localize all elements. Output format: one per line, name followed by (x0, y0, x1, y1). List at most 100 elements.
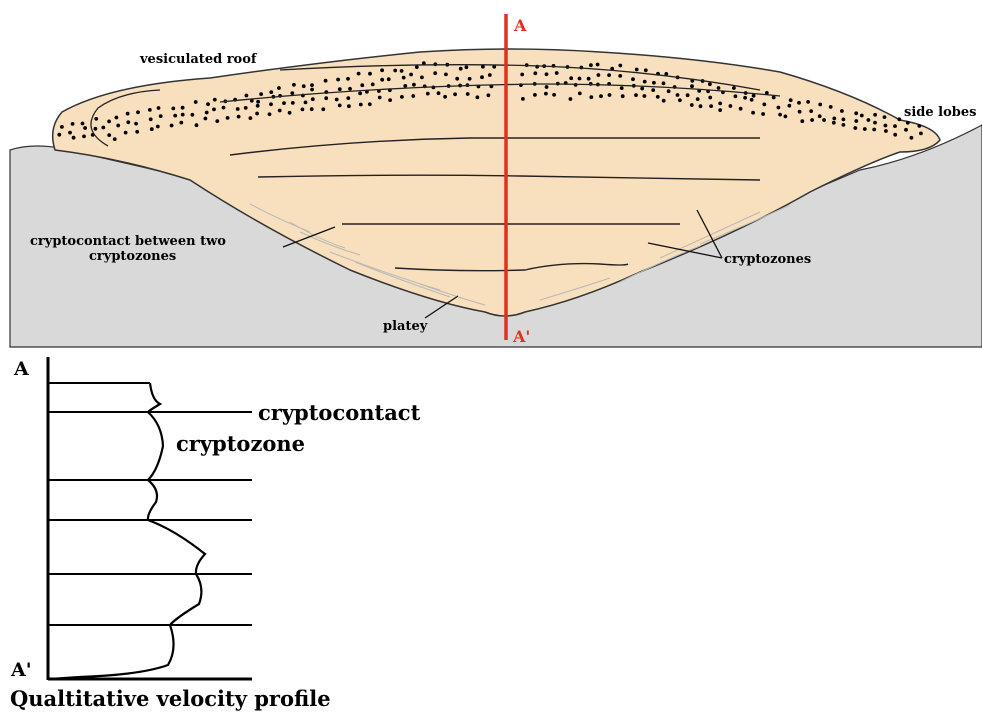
vesicle-dot (842, 118, 846, 122)
vesicle-dot (388, 98, 392, 102)
vesicle-dot (268, 112, 272, 116)
vesicle-dot (904, 128, 908, 132)
vesicle-dot (863, 127, 867, 131)
vesicle-dot (443, 95, 447, 99)
profile-title: Qualtitative velocity profile (10, 686, 331, 711)
vesicle-dot (589, 63, 593, 67)
vesicle-dot (116, 124, 120, 128)
velocity-profile-panel: A A' cryptocontact cryptozone Qualtitati… (10, 357, 421, 711)
vesicle-dot (743, 96, 747, 100)
vesicle-dot (415, 65, 419, 69)
vesicle-dot (412, 83, 416, 87)
vesicle-dot (126, 120, 130, 124)
cross-section-panel: vesiculated roof side lobes cryptocontac… (10, 14, 982, 347)
vesicle-dot (368, 102, 372, 106)
vesicle-dot (883, 115, 887, 119)
vesicle-dot (520, 73, 524, 77)
vesicle-dot (191, 113, 195, 117)
label-cryptocontact: cryptocontact (258, 400, 421, 425)
vesicle-dot (400, 95, 404, 99)
vesicle-dot (170, 124, 174, 128)
vesicle-dot (358, 92, 362, 96)
vesicle-dot (917, 124, 921, 128)
vesicle-dot (589, 95, 593, 99)
vesicle-dot (338, 104, 342, 108)
vesicle-dot (222, 106, 226, 110)
vesicle-dot (94, 117, 98, 121)
vesicle-dot (83, 126, 87, 130)
vesicle-dot (81, 122, 85, 126)
vesicle-dot (480, 75, 484, 79)
vesicle-dot (301, 108, 305, 112)
vesicle-dot (380, 68, 384, 72)
vesicle-dot (873, 113, 877, 117)
vesicle-dot (578, 92, 582, 96)
vesicle-dot (750, 98, 754, 102)
vesicle-dot (310, 88, 314, 92)
vesicle-dot (72, 136, 76, 140)
vesicle-dot (893, 124, 897, 128)
vesicle-dot (393, 69, 397, 73)
vesicle-dot (696, 97, 700, 101)
vesicle-dot (444, 73, 448, 77)
vesicle-dot (829, 105, 833, 109)
vesicle-dot (371, 83, 375, 87)
vesicle-dot (126, 112, 130, 116)
vesicle-dot (150, 127, 154, 131)
vesicle-dot (884, 129, 888, 133)
vesicle-dot (256, 100, 260, 104)
vesicle-dot (640, 87, 644, 91)
vesicle-dot (718, 102, 722, 106)
vesicle-dot (884, 124, 888, 128)
vesicle-dot (569, 97, 573, 101)
vesicle-dot (555, 71, 559, 75)
vesicle-dot (840, 109, 844, 113)
vesicle-dot (652, 81, 656, 85)
vesicle-dot (906, 121, 910, 125)
vesicle-dot (148, 108, 152, 112)
vesicle-dot (115, 116, 119, 120)
vesicle-dot (690, 103, 694, 107)
vesicle-dot (732, 86, 736, 90)
vesicle-dot (256, 104, 260, 108)
vesicle-dot (57, 133, 61, 137)
vesicle-dot (762, 103, 766, 107)
velocity-profile-curve (50, 383, 205, 679)
vesicle-dot (544, 92, 548, 96)
vesicle-dot (910, 136, 914, 140)
vesicle-dot (195, 123, 199, 127)
label-vesiculated-roof: vesiculated roof (139, 52, 258, 67)
vesicle-dot (205, 111, 209, 115)
vesicle-dot (226, 116, 230, 120)
label-cryptozones: cryptozones (724, 252, 811, 267)
vesicle-dot (60, 125, 64, 129)
vesicle-dot (488, 73, 492, 77)
vesicle-dot (236, 107, 240, 111)
vesicle-dot (686, 93, 690, 97)
vesicle-dot (107, 120, 111, 124)
vesicle-dot (778, 113, 782, 117)
vesicle-dot (599, 94, 603, 98)
vesicle-dot (818, 103, 822, 107)
vesicle-dot (718, 108, 722, 112)
vesicle-dot (618, 74, 622, 78)
vesicle-dot (466, 92, 470, 96)
label-cryptocontact-cryptozones: cryptozones (89, 249, 176, 264)
vesicle-dot (212, 108, 216, 112)
vesicle-dot (346, 96, 350, 100)
vesicle-dot (310, 107, 314, 111)
vesicle-dot (545, 72, 549, 76)
vesicle-dot (822, 118, 826, 122)
vesicle-dot (206, 102, 210, 106)
vesicle-dot (832, 121, 836, 125)
vesicle-dot (708, 96, 712, 100)
vesicle-dot (403, 84, 407, 88)
label-section-a-prime: A' (512, 327, 530, 346)
vesicle-dot (347, 104, 351, 108)
vesicle-dot (348, 87, 352, 91)
vesicle-dot (134, 122, 138, 126)
label-cryptozone: cryptozone (176, 431, 305, 456)
vesicle-dot (919, 132, 923, 136)
vesicle-dot (690, 84, 694, 88)
vesicle-dot (842, 123, 846, 127)
